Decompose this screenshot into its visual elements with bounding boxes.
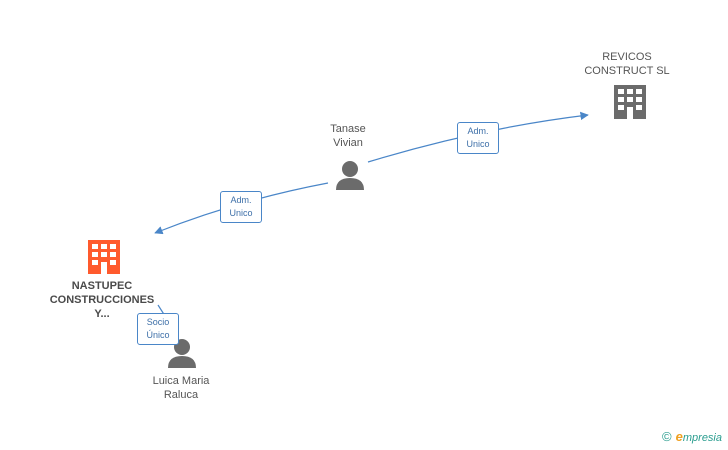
node-label-revicos[interactable]: REVICOS CONSTRUCT SL (584, 50, 669, 78)
brand-name: mpresia (682, 432, 722, 444)
edge-badge-line: Adm. (467, 126, 489, 136)
node-label-line: NASTUPEC (71, 280, 133, 292)
node-label-line: CONSTRUCCIONES (49, 294, 155, 306)
node-label-line: REVICOS (602, 51, 652, 63)
node-label-nastupec[interactable]: NASTUPEC CONSTRUCCIONES Y... (50, 279, 155, 321)
edge-badge-tanase-revicos[interactable]: Adm. Unico (457, 122, 499, 154)
building-icon[interactable] (614, 85, 646, 119)
node-label-line: Tanase (330, 123, 366, 135)
edge-badge-line: Unico (229, 208, 253, 218)
person-icon[interactable] (336, 161, 364, 190)
building-icon[interactable] (88, 240, 120, 274)
edge-badge-line: Único (146, 330, 170, 340)
brand-footer[interactable]: © empresia (662, 429, 722, 444)
edge-badge-line: Adm. (230, 195, 252, 205)
copyright-icon: © (662, 429, 672, 444)
node-label-line: Vivian (333, 137, 363, 149)
edge-badge-tanase-nastupec[interactable]: Adm. Unico (220, 191, 262, 223)
node-label-line: Luica Maria (152, 375, 210, 387)
brand-logo: empresia (676, 429, 722, 444)
brand-initial: e (675, 429, 683, 444)
node-label-line: Y... (94, 308, 110, 320)
edge-badge-line: Unico (466, 139, 490, 149)
node-label-tanase[interactable]: Tanase Vivian (330, 122, 365, 150)
edge-badge-luica-nastupec[interactable]: Socio Único (137, 313, 179, 345)
node-label-line: CONSTRUCT SL (584, 65, 670, 77)
node-label-luica[interactable]: Luica Maria Raluca (153, 374, 210, 402)
node-label-line: Raluca (163, 389, 199, 401)
edge-badge-line: Socio (146, 317, 170, 327)
